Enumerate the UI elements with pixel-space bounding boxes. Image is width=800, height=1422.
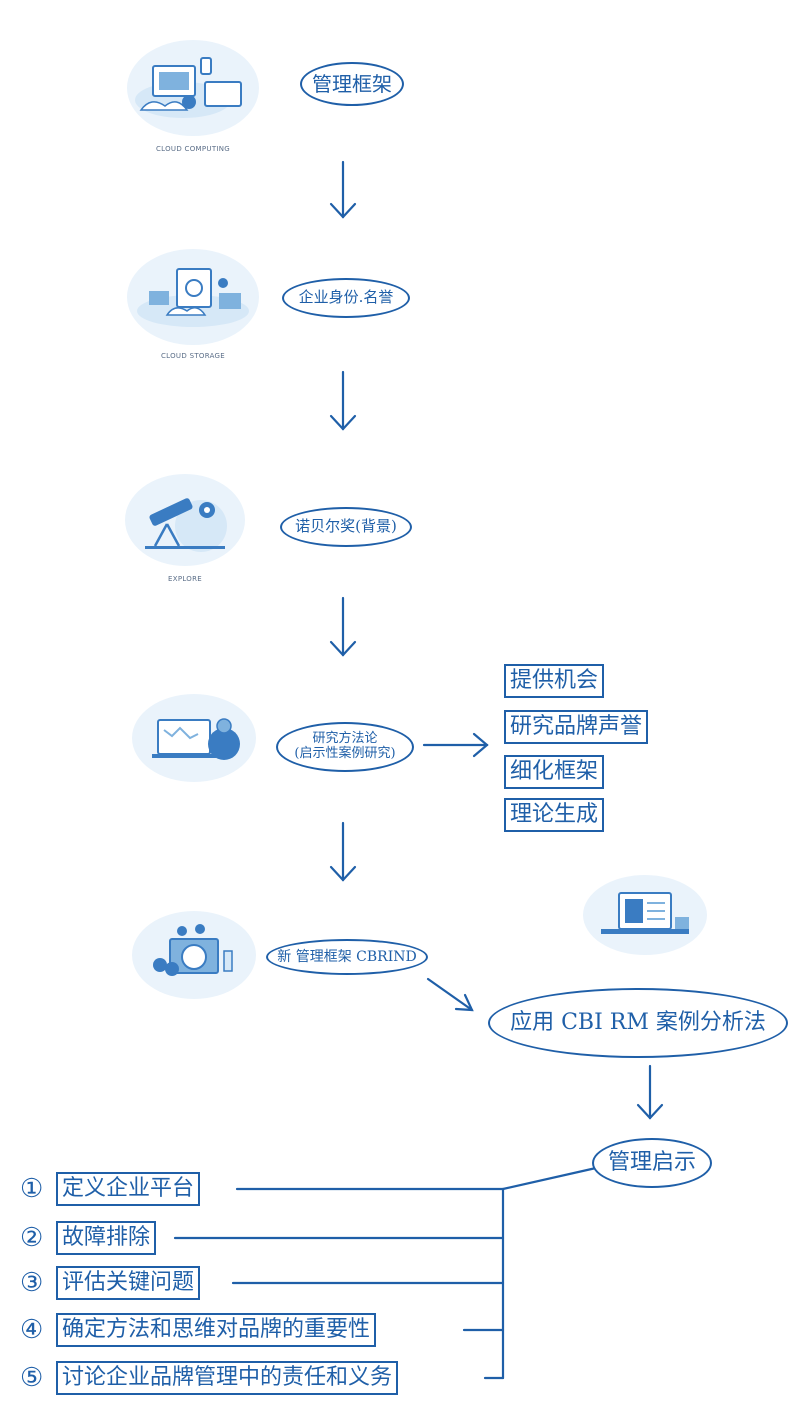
node-application-method-label: 应用 CBI RM 案例分析法	[510, 1010, 766, 1036]
implication-number-4: ④	[20, 1315, 44, 1345]
node-nobel-prize: 诺贝尔奖(背景)	[280, 507, 412, 547]
implication-number-3: ③	[20, 1268, 44, 1298]
illustration-caption-3: EXPLORE	[168, 575, 202, 583]
illustration-caption-2: CLOUD STORAGE	[160, 352, 225, 360]
implication-number-2: ②	[20, 1223, 44, 1253]
outcome-box-2: 研究品牌声誉	[504, 710, 649, 744]
node-new-framework: 新 管理框架 CBRIND	[266, 939, 428, 975]
arrow-diagonal	[426, 977, 474, 1012]
implication-number-5: ⑤	[20, 1363, 44, 1393]
arrow-down-1	[329, 160, 357, 219]
node-application-method: 应用 CBI RM 案例分析法	[488, 988, 788, 1058]
node-management-framework: 管理框架	[300, 62, 404, 106]
outcome-box-3: 细化框架	[504, 755, 605, 789]
outcome-box-1: 提供机会	[504, 664, 605, 698]
arrow-down-4	[329, 821, 357, 882]
implication-number-1: ①	[20, 1174, 44, 1204]
implication-item-3: 评估关键问题	[56, 1266, 201, 1300]
arrow-right-outcomes	[422, 732, 489, 758]
node-corporate-identity: 企业身份.名誉	[282, 278, 410, 318]
node-management-implications-label: 管理启示	[607, 1150, 696, 1176]
node-research-methodology-line1: 研究方法论	[312, 731, 378, 747]
implication-item-5: 讨论企业品牌管理中的责任和义务	[56, 1361, 399, 1395]
implication-item-1: 定义企业平台	[56, 1172, 201, 1206]
implication-item-4: 确定方法和思维对品牌的重要性	[56, 1313, 377, 1347]
node-management-framework-label: 管理框架	[312, 71, 392, 96]
node-research-methodology: 研究方法论 (启示性案例研究)	[276, 722, 414, 772]
node-new-framework-label: 新 管理框架 CBRIND	[277, 948, 417, 965]
arrow-down-implications	[636, 1064, 664, 1120]
arrow-down-2	[329, 370, 357, 431]
illustration-caption-1: CLOUD COMPUTING	[155, 145, 231, 153]
node-corporate-identity-label: 企业身份.名誉	[298, 288, 394, 307]
node-nobel-prize-label: 诺贝尔奖(背景)	[295, 517, 397, 536]
implication-bracket	[173, 1166, 598, 1380]
node-management-implications: 管理启示	[592, 1138, 712, 1188]
implication-item-2: 故障排除	[56, 1221, 157, 1255]
outcome-box-4: 理论生成	[504, 798, 605, 832]
node-research-methodology-line2: (启示性案例研究)	[294, 746, 396, 761]
arrow-down-3	[329, 596, 357, 657]
